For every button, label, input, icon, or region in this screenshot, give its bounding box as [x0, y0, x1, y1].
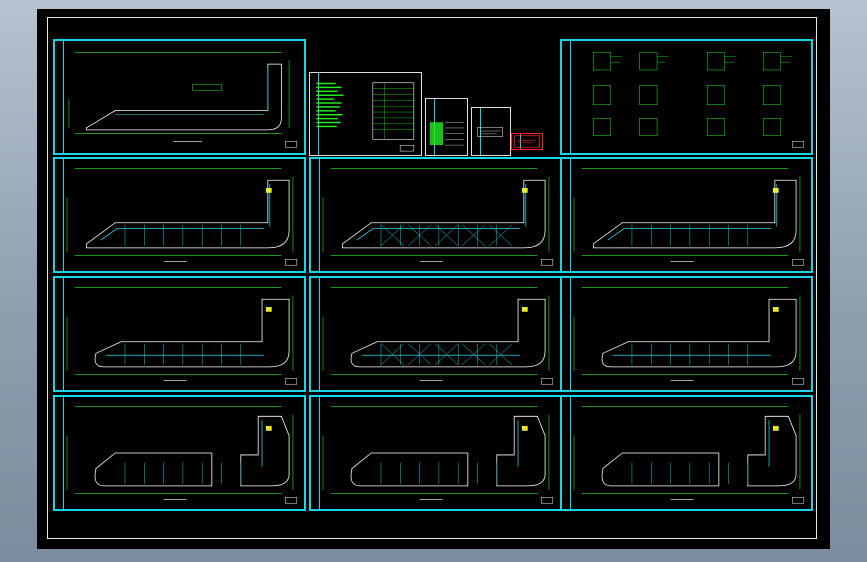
sheet-floor-a2[interactable]	[309, 157, 562, 273]
floor-plan-drawing	[322, 406, 554, 504]
design-notes-drawing	[316, 82, 415, 152]
sheet-warning-box[interactable]	[511, 133, 543, 150]
sheet-floor-b1[interactable]	[53, 276, 306, 392]
sheet-floor-a3[interactable]	[560, 157, 813, 273]
site-plan-drawing	[68, 52, 298, 148]
cad-drawing-canvas[interactable]	[37, 9, 830, 549]
symbol-key-drawing	[477, 126, 503, 137]
sheet-floor-b2[interactable]	[309, 276, 562, 392]
floor-plan-drawing	[66, 168, 298, 266]
sheet-floor-b3[interactable]	[560, 276, 813, 392]
sheet-design-notes[interactable]	[309, 72, 422, 156]
floor-plan-drawing	[573, 168, 805, 266]
sheet-legends[interactable]	[560, 39, 813, 155]
warning-box-drawing	[514, 135, 540, 148]
sheet-symbol-key[interactable]	[471, 107, 511, 156]
sheet-equipment-table[interactable]	[425, 98, 468, 156]
equipment-table-drawing	[429, 122, 465, 146]
floor-plan-drawing	[573, 287, 805, 385]
floor-plan-drawing	[322, 168, 554, 266]
floor-plan-drawing	[322, 287, 554, 385]
sheet-site-plan[interactable]	[53, 39, 306, 155]
drawing-border	[47, 17, 817, 539]
sheet-floor-c3[interactable]	[560, 395, 813, 511]
floor-plan-drawing	[66, 287, 298, 385]
sheet-floor-c2[interactable]	[309, 395, 562, 511]
floor-plan-drawing	[573, 406, 805, 504]
legends-drawing	[593, 52, 805, 148]
sheet-floor-a1[interactable]	[53, 157, 306, 273]
sheet-floor-c1[interactable]	[53, 395, 306, 511]
floor-plan-drawing	[66, 406, 298, 504]
